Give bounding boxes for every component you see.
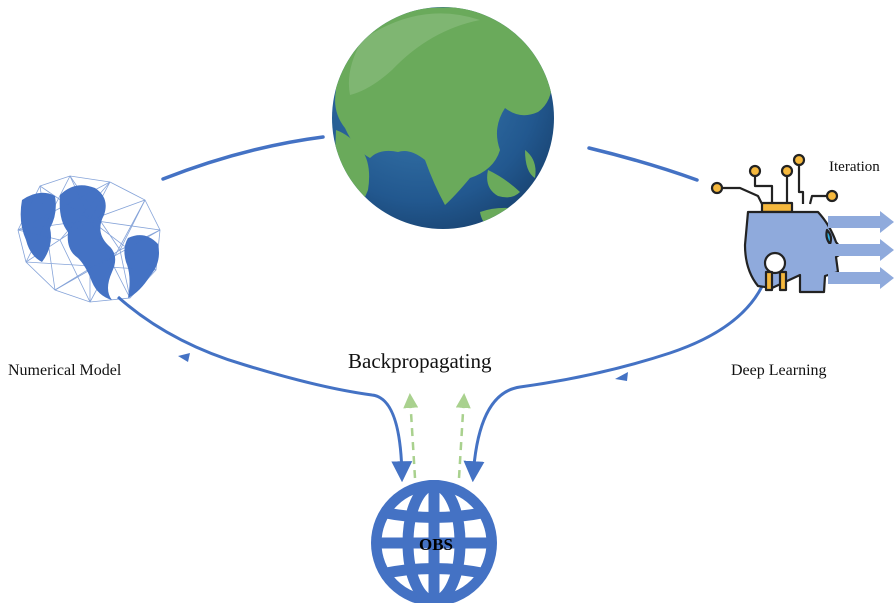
earth-continent-southeast-asia xyxy=(487,150,536,198)
iteration-arrow-3 xyxy=(828,267,894,289)
numerical-flow-arrowhead xyxy=(178,353,190,362)
earth-globe-icon xyxy=(332,7,554,229)
backpropagating-label: Backpropagating xyxy=(348,349,492,373)
wireframe-mesh xyxy=(17,175,161,303)
arc-numerical-to-obs xyxy=(117,295,413,483)
globe-grid-icon xyxy=(371,480,497,603)
deep-flow-arrowhead xyxy=(615,372,628,381)
iteration-arrow-1 xyxy=(828,211,894,233)
circuit-lines xyxy=(717,160,832,205)
iteration-arrow-2 xyxy=(828,239,894,261)
backprop-dashed-arrow-left xyxy=(403,393,419,479)
arc-earth-to-deep-learning xyxy=(587,146,699,182)
earth-continent-asia xyxy=(332,7,553,205)
head-ear-stripes xyxy=(764,270,788,292)
iteration-arrows xyxy=(828,211,894,289)
wireframe-landmass-americas xyxy=(59,185,116,300)
obs-label: OBS xyxy=(418,535,454,554)
earth-continent-australia xyxy=(480,207,525,229)
deep-learning-label: Deep Learning xyxy=(731,362,827,379)
numerical-model-label: Numerical Model xyxy=(8,362,122,379)
ai-head-circuit-icon xyxy=(710,153,846,294)
circuit-nodes xyxy=(710,153,839,203)
wireframe-globe-icon xyxy=(17,175,161,303)
earth-highlight xyxy=(348,13,480,96)
backprop-dashed-arrow-right xyxy=(455,393,471,479)
arc-numerical-to-earth xyxy=(161,135,325,181)
wireframe-landmass-south-america xyxy=(124,235,159,298)
head-chip xyxy=(760,201,794,214)
arc-deep-learning-to-obs xyxy=(463,279,767,483)
iteration-label: Iteration xyxy=(829,159,880,175)
head-gear xyxy=(763,251,787,275)
